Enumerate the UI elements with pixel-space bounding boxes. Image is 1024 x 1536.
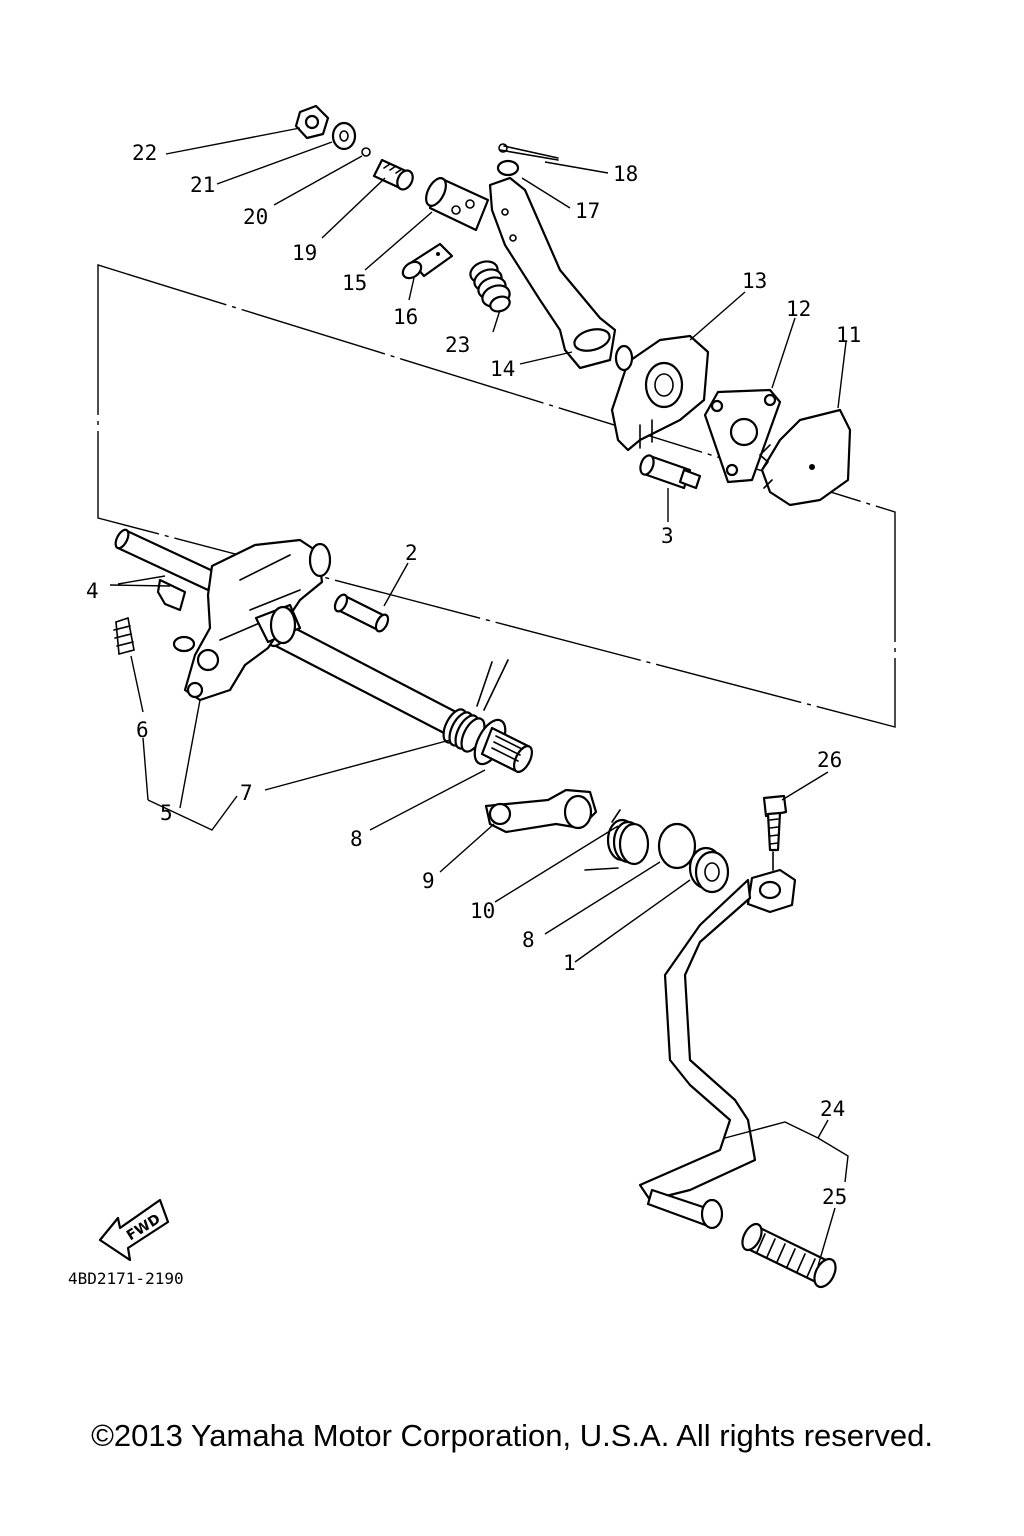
shift-shaft bbox=[267, 618, 534, 774]
callout-20: 20 bbox=[243, 205, 268, 229]
callout-26: 26 bbox=[817, 748, 842, 772]
spring-23 bbox=[469, 260, 511, 313]
pin-16 bbox=[401, 242, 454, 280]
pin-2 bbox=[333, 593, 390, 633]
callout-19: 19 bbox=[292, 241, 317, 265]
lever-9 bbox=[484, 788, 598, 834]
drawing-number: 4BD2171-2190 bbox=[68, 1269, 184, 1288]
plate-12 bbox=[703, 388, 782, 484]
pedal-rubber-25 bbox=[741, 1222, 837, 1289]
bushing-1 bbox=[688, 846, 730, 894]
callout-21: 21 bbox=[190, 173, 215, 197]
callout-13: 13 bbox=[742, 269, 767, 293]
callout-10: 10 bbox=[470, 899, 495, 923]
callout-8-lower: 8 bbox=[522, 928, 535, 952]
callout-4: 4 bbox=[86, 579, 99, 603]
callout-24: 24 bbox=[820, 1097, 845, 1121]
cotter-pin-18 bbox=[498, 143, 559, 161]
washer-21 bbox=[331, 121, 357, 151]
leader-lines bbox=[109, 127, 849, 1267]
washer-17 bbox=[496, 159, 520, 177]
callout-11: 11 bbox=[836, 323, 861, 347]
shift-pedal-24 bbox=[638, 868, 797, 1230]
callout-22: 22 bbox=[132, 141, 157, 165]
callout-labels: 22 21 20 19 15 16 23 14 18 17 13 12 11 3… bbox=[86, 141, 861, 1209]
callout-23: 23 bbox=[445, 333, 470, 357]
forward-direction-arrow: FWD bbox=[98, 1198, 170, 1262]
callout-25: 25 bbox=[822, 1185, 847, 1209]
callout-8-upper: 8 bbox=[350, 827, 363, 851]
spring-10 bbox=[584, 809, 650, 871]
callout-14: 14 bbox=[490, 357, 515, 381]
washer-8b bbox=[657, 822, 697, 870]
callout-6: 6 bbox=[136, 718, 149, 742]
joint-15 bbox=[425, 176, 490, 232]
callout-9: 9 bbox=[422, 869, 435, 893]
clip-20 bbox=[361, 147, 371, 157]
callout-16: 16 bbox=[393, 305, 418, 329]
callout-5: 5 bbox=[160, 801, 173, 825]
spring-6 bbox=[113, 617, 135, 655]
nut-22 bbox=[294, 104, 330, 140]
bolt-19 bbox=[372, 158, 414, 191]
callout-3: 3 bbox=[661, 524, 674, 548]
callout-7: 7 bbox=[240, 781, 253, 805]
callout-17: 17 bbox=[575, 199, 600, 223]
copyright-notice: ©2013 Yamaha Motor Corporation, U.S.A. A… bbox=[91, 1418, 933, 1453]
segment-13 bbox=[610, 334, 710, 452]
pin-3 bbox=[639, 454, 702, 490]
bolt-26 bbox=[762, 794, 788, 871]
shift-lever-assembly bbox=[114, 528, 332, 702]
callout-12: 12 bbox=[786, 297, 811, 321]
callout-2: 2 bbox=[405, 541, 418, 565]
callout-15: 15 bbox=[342, 271, 367, 295]
callout-18: 18 bbox=[613, 162, 638, 186]
shift-arm-14 bbox=[488, 176, 617, 370]
callout-1: 1 bbox=[563, 951, 576, 975]
segment-11 bbox=[758, 408, 852, 507]
